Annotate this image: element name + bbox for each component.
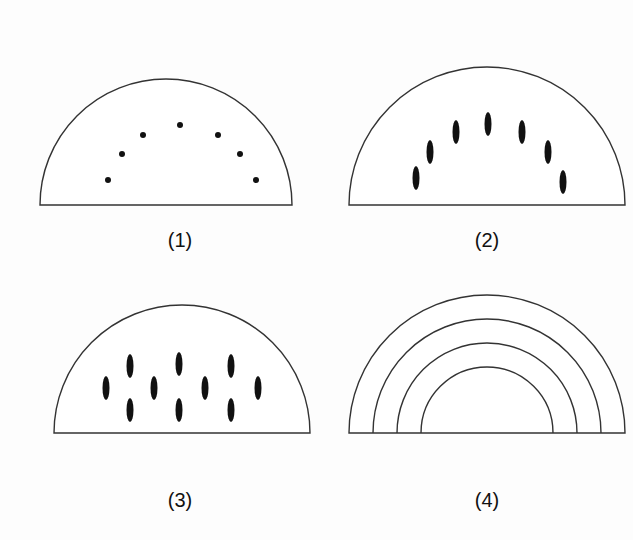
streak bbox=[255, 376, 262, 400]
semicircle bbox=[40, 79, 292, 205]
dot bbox=[105, 177, 111, 183]
figure-label: (1) bbox=[168, 228, 192, 252]
semicircle bbox=[54, 305, 310, 433]
figure-label: (3) bbox=[168, 488, 192, 512]
figure-label: (2) bbox=[475, 228, 499, 252]
streak bbox=[176, 398, 183, 422]
dot bbox=[215, 132, 221, 138]
figure-label: (4) bbox=[475, 488, 499, 512]
streak bbox=[151, 376, 158, 400]
dot bbox=[140, 132, 146, 138]
semicircle bbox=[349, 67, 625, 205]
streak bbox=[413, 166, 420, 190]
streak bbox=[545, 140, 552, 164]
streak bbox=[453, 120, 460, 144]
streak bbox=[127, 398, 134, 422]
dot bbox=[119, 151, 125, 157]
inner-arc bbox=[397, 343, 577, 433]
streak bbox=[228, 354, 235, 378]
streak bbox=[176, 352, 183, 376]
dot bbox=[177, 122, 183, 128]
inner-arc bbox=[421, 367, 553, 433]
dot bbox=[253, 177, 259, 183]
streak bbox=[519, 120, 526, 144]
streak bbox=[485, 112, 492, 136]
streak bbox=[228, 398, 235, 422]
streak bbox=[560, 170, 567, 194]
streak bbox=[127, 354, 134, 378]
inner-arc bbox=[373, 319, 601, 433]
streak bbox=[427, 140, 434, 164]
streak bbox=[103, 376, 110, 400]
streak bbox=[202, 376, 209, 400]
semicircle bbox=[349, 295, 625, 433]
dot bbox=[237, 151, 243, 157]
